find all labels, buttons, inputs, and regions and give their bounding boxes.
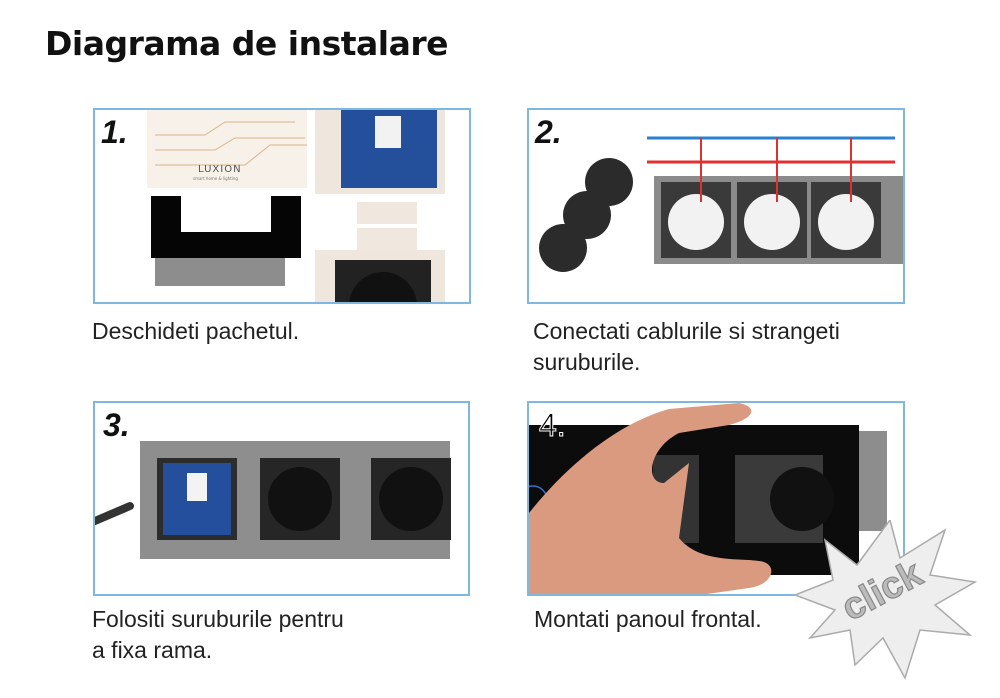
caption-line: Folositi suruburile pentru [92,606,344,632]
step-4-number: 4. [539,407,567,444]
step-1-number: 1. [101,114,128,150]
step-2-panel: 2. [527,108,905,304]
caption-line: Montati panoul frontal. [534,606,762,632]
step-4-caption: Montati panoul frontal. [534,604,762,635]
brand-logo: LUXION [198,164,242,175]
click-badge: click [792,518,980,680]
caption-line: Deschideti pachetul. [92,318,300,344]
caption-line: suruburile. [533,349,641,375]
step-3-number: 3. [103,407,130,443]
frame-illustration [95,441,451,559]
wiring-illustration [539,136,903,272]
caption-line: a fixa rama. [92,637,213,663]
caption-line: Conectati cablurile si strangeti [533,318,840,344]
starburst-icon [792,518,978,680]
page-title: Diagrama de instalare [45,24,449,63]
brand-tagline: smart home & lighting [193,176,238,181]
front-panel-illustration [529,403,887,594]
step-3-panel: 3. [93,401,470,596]
step-4-panel: 4. [527,401,905,596]
step-1-caption: Deschideti pachetul. [92,316,299,347]
step-2-caption: Conectati cablurile si strangeti surubur… [533,316,840,378]
step-1-panel: 1. LUXION smart home & lighting [93,108,471,304]
step-2-number: 2. [535,114,562,150]
package-illustration [147,110,445,302]
step-3-caption: Folositi suruburile pentru a fixa rama. [92,604,344,666]
